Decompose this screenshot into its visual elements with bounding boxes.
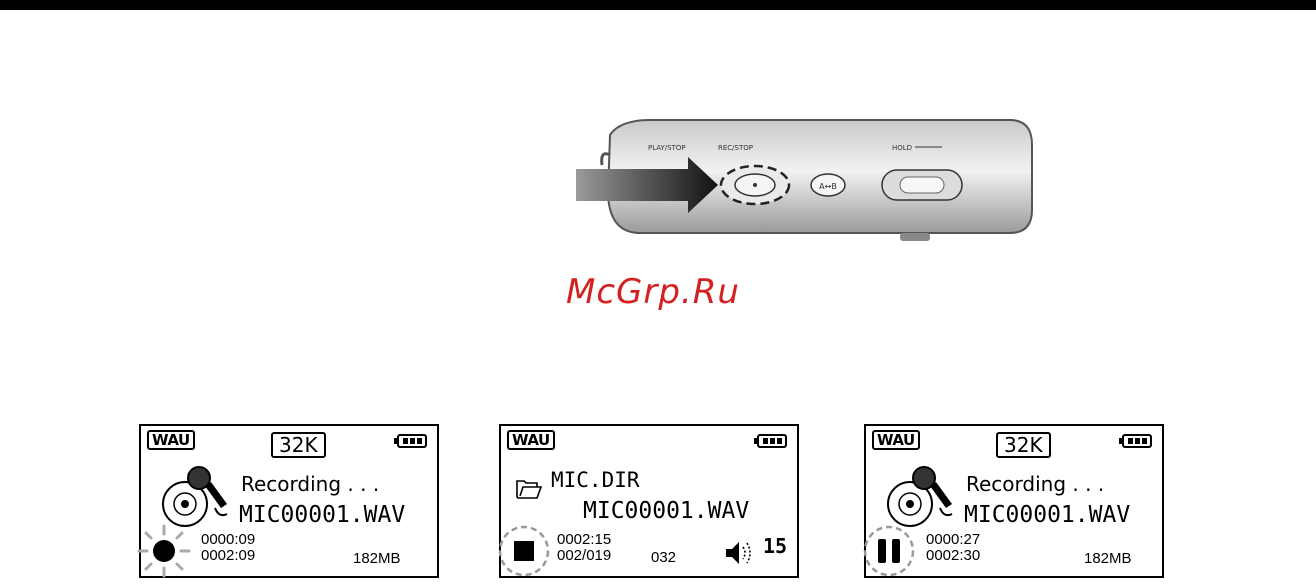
battery-icon	[1122, 434, 1152, 448]
volume-level: 15	[763, 534, 787, 558]
format-badge: WAU	[507, 430, 555, 450]
track-number: 032	[651, 550, 676, 566]
format-badge: WAU	[872, 430, 920, 450]
folder-icon	[515, 478, 543, 500]
bitrate-badge: 32K	[996, 432, 1051, 458]
microphone-cd-icon	[880, 464, 962, 528]
time-elapsed: 0000:27	[926, 532, 980, 548]
status-text: Recording . . .	[241, 472, 379, 496]
time-remaining: 0002:09	[201, 548, 255, 564]
rec-stop-label: REC/STOP	[718, 144, 753, 152]
pause-icon	[860, 522, 918, 580]
status-text: Recording . . .	[966, 472, 1104, 496]
lcd-screen-recording: WAU 32K Recording . . . MIC00001.WAV 000…	[139, 424, 439, 578]
time-elapsed: 0000:09	[201, 532, 255, 548]
battery-icon	[757, 434, 787, 448]
lcd-screen-stopped: WAU MIC.DIR MIC00001.WAV 0002:15 002/019…	[499, 424, 799, 578]
top-black-bar	[0, 0, 1316, 10]
stop-square-icon	[495, 522, 553, 580]
format-badge: WAU	[147, 430, 195, 450]
play-stop-label: PLAY/STOP	[648, 144, 686, 152]
device-side-view-illustration: PLAY/STOP REC/STOP HOLD A↔B	[570, 115, 1040, 245]
filename-text: MIC00001.WAV	[239, 502, 405, 528]
watermark-text: McGrp.Ru	[566, 272, 740, 312]
filename-text: MIC00001.WAV	[583, 498, 749, 524]
free-space: 182MB	[353, 550, 401, 567]
hold-label: HOLD	[892, 144, 912, 152]
folder-name: MIC.DIR	[551, 468, 640, 492]
ab-button-label: A↔B	[819, 182, 837, 191]
lcd-screen-paused: WAU 32K Recording . . . MIC00001.WAV 000…	[864, 424, 1164, 578]
time-remaining: 0002:30	[926, 548, 980, 564]
filename-text: MIC00001.WAV	[964, 502, 1130, 528]
free-space: 182MB	[1084, 550, 1132, 567]
bitrate-badge: 32K	[271, 432, 326, 458]
track-index: 002/019	[557, 548, 611, 564]
microphone-cd-icon	[155, 464, 237, 528]
time-total: 0002:15	[557, 532, 611, 548]
record-dot-icon	[135, 522, 193, 580]
battery-icon	[397, 434, 427, 448]
speaker-icon	[723, 538, 755, 568]
